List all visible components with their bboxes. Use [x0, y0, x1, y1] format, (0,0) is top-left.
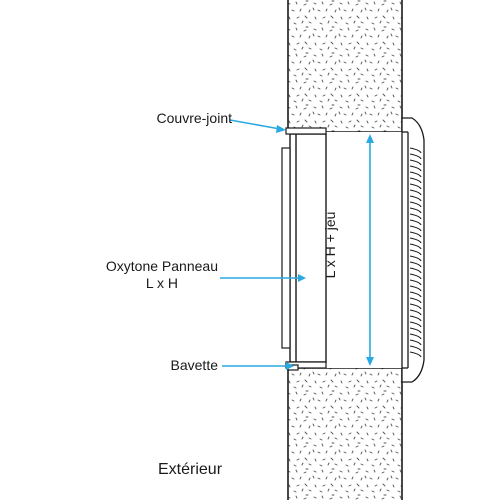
dimension-arrow	[366, 134, 374, 366]
louver-blade	[409, 321, 422, 328]
louver-blade	[409, 309, 422, 316]
louver-blade	[409, 213, 422, 220]
louver-blade	[409, 261, 422, 268]
louver-blade	[409, 339, 422, 346]
leader-panel	[220, 274, 306, 282]
louver-blade	[409, 333, 422, 340]
louver-blade	[409, 345, 422, 352]
louver-blade	[409, 159, 422, 166]
louver-blade	[409, 249, 422, 256]
label-dimension: L x H + jeu	[322, 211, 338, 279]
louver-blade	[409, 219, 422, 226]
louver-blade	[409, 201, 422, 208]
louver-blade	[409, 255, 422, 262]
louver-blade	[409, 297, 422, 304]
label-panel-line1: Oxytone Panneau	[105, 258, 218, 274]
leader-bavette	[222, 362, 294, 370]
exterior-grille	[401, 117, 425, 383]
louver-blade	[409, 195, 422, 202]
label-oxytone-panel: Oxytone Panneau L x H	[106, 258, 218, 292]
louver-blade	[409, 183, 422, 190]
label-panel-line2: L x H	[145, 275, 179, 291]
louver-blade	[409, 165, 422, 172]
louver-blade	[409, 243, 422, 250]
oxytone-panel	[289, 133, 327, 363]
louver-blade	[409, 147, 422, 154]
louver-blade	[409, 237, 422, 244]
louver-blade	[409, 153, 422, 160]
label-exterieur: Extérieur	[158, 461, 223, 478]
grille-louvers	[409, 147, 422, 358]
louver-blade	[409, 207, 422, 214]
louver-blade	[409, 177, 422, 184]
louver-blade	[409, 291, 422, 298]
couvre-joint-piece	[285, 127, 327, 135]
louver-blade	[409, 267, 422, 274]
label-bavette: Bavette	[170, 357, 218, 373]
wall-upper	[288, 0, 402, 132]
wall-lower	[288, 368, 402, 500]
louver-blade	[409, 327, 422, 334]
louver-blade	[409, 225, 422, 232]
louver-blade	[409, 171, 422, 178]
label-couvre-joint: Couvre-joint	[156, 110, 232, 126]
louver-blade	[409, 351, 422, 358]
louver-blade	[409, 285, 422, 292]
louver-blade	[409, 303, 422, 310]
louver-blade	[409, 189, 422, 196]
leader-couvre-joint	[229, 119, 286, 133]
panel-backplate	[281, 147, 291, 349]
louver-blade	[409, 231, 422, 238]
louver-blade	[409, 279, 422, 286]
louver-blade	[409, 315, 422, 322]
louver-blade	[409, 273, 422, 280]
